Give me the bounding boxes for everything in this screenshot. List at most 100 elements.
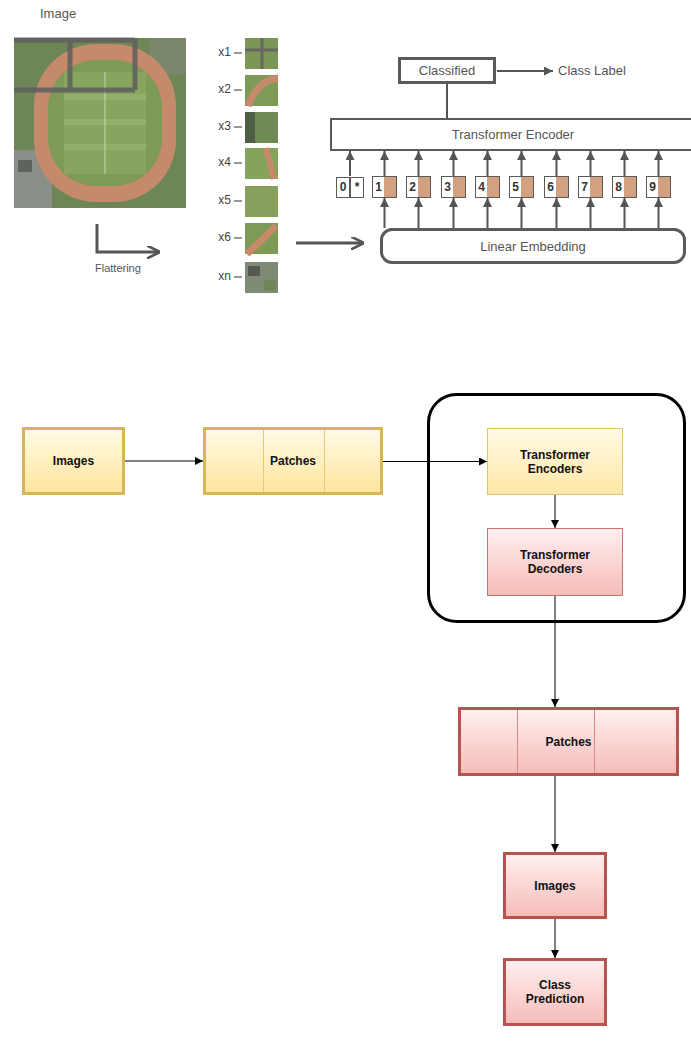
node-text: 2: [407, 180, 418, 194]
patch-thumb-track: [247, 226, 276, 254]
output-label: Class Label: [558, 63, 626, 78]
step-label: Flattering: [95, 262, 141, 274]
connector-arrow: [384, 151, 386, 176]
connector-arrow: [453, 151, 455, 176]
photo-roof: [18, 160, 32, 172]
node-text: Classified: [419, 63, 475, 78]
patch-thumb-shade: [245, 112, 255, 143]
photo-line: [105, 72, 106, 174]
patch-token: 8: [612, 176, 637, 198]
patch-thumb: [245, 112, 278, 143]
node-text: 4: [476, 180, 487, 194]
node-text: Class Prediction: [513, 978, 597, 1006]
connector-arrow: [349, 151, 351, 176]
connector-arrow: [555, 596, 556, 707]
node-text: 6: [545, 180, 556, 194]
connector-arrow: [555, 776, 556, 852]
patch-thumb: [245, 186, 278, 217]
patch-grid: [14, 38, 135, 90]
node-text: Transformer Decoders: [513, 548, 597, 576]
patches-box: Patches: [203, 427, 383, 495]
connector-arrow: [418, 151, 420, 176]
patch-thumbnails: [234, 38, 278, 293]
flatten-arrow: [97, 224, 160, 252]
photo-infield: [48, 60, 162, 186]
process-box: Class Prediction: [503, 958, 607, 1026]
connector-arrow: [383, 461, 487, 462]
patch-token: 9: [646, 176, 671, 198]
patches-box: Patches: [458, 707, 679, 776]
node-text: Linear Embedding: [480, 239, 586, 254]
patch-label: x4: [206, 155, 231, 169]
connector-arrow: [658, 151, 660, 176]
patch-token: 5: [509, 176, 534, 198]
photo-ground: [14, 38, 186, 208]
node-text: 9: [647, 180, 658, 194]
connector-arrow: [446, 84, 448, 118]
patch-token: 6: [544, 176, 569, 198]
node-text: Patches: [270, 454, 316, 468]
connector-arrow: [555, 919, 556, 958]
node-text: 5: [510, 180, 521, 194]
connector-arrow: [521, 198, 523, 228]
node-text: 0: [336, 177, 350, 198]
process-box: Transformer Encoders: [487, 428, 623, 495]
connector-arrow: [555, 495, 556, 528]
patch-token: 4: [475, 176, 500, 198]
connector-arrow: [125, 461, 203, 462]
node-text: 8: [613, 180, 624, 194]
output-box: Classified: [398, 57, 496, 84]
patch-thumb: [245, 223, 278, 254]
connector-arrow: [384, 198, 386, 228]
node-text: Images: [53, 454, 94, 468]
patch-thumb: [245, 262, 278, 293]
connector-arrow: [556, 198, 558, 228]
node-text: Images: [534, 879, 575, 893]
node-text: 3: [442, 180, 453, 194]
patch-thumb: [245, 75, 278, 106]
patch-token: 2: [406, 176, 431, 198]
patch-label: x2: [206, 82, 231, 96]
connector-arrow: [487, 151, 489, 176]
connector-arrow: [624, 198, 626, 228]
patch-thumb-grid: [245, 38, 278, 69]
connector-arrow: [521, 151, 523, 176]
patch-label: x6: [206, 230, 231, 244]
node-text: *: [350, 177, 364, 198]
process-box: Images: [503, 852, 607, 919]
model-container: [429, 395, 685, 622]
patch-thumb-track: [266, 148, 274, 179]
patch-token: 1: [372, 176, 397, 198]
class-token: 0*: [336, 176, 364, 198]
leader-dash: [234, 53, 242, 277]
patch-thumb-tree: [264, 280, 276, 290]
patch-token: 3: [441, 176, 466, 198]
process-box: Transformer Decoders: [487, 528, 623, 596]
patch-label: x5: [206, 193, 231, 207]
connector-arrow: [590, 198, 592, 228]
connector-arrow: [590, 151, 592, 176]
patch-label: xn: [206, 269, 231, 283]
connector-arrow: [624, 151, 626, 176]
connector-arrow: [453, 198, 455, 228]
connector-arrow: [418, 198, 420, 228]
patch-token: 7: [578, 176, 603, 198]
embedding-bar: Linear Embedding: [380, 228, 686, 264]
encoder-bar: Transformer Encoder: [330, 118, 691, 151]
connector-arrow: [658, 198, 660, 228]
figure-label: Image: [40, 6, 76, 21]
node-text: 7: [579, 180, 590, 194]
label-arrow: [497, 70, 553, 72]
node-text: Transformer Encoders: [513, 448, 597, 476]
embed-arrow: [296, 242, 364, 245]
node-text: Transformer Encoder: [452, 127, 574, 142]
patch-thumb: [245, 38, 278, 69]
stadium-photo: [14, 38, 186, 208]
connector-arrow: [487, 198, 489, 228]
photo-track: [34, 44, 176, 202]
patch-label: x3: [206, 119, 231, 133]
patch-thumb: [245, 148, 278, 179]
node-text: Patches: [545, 735, 591, 749]
